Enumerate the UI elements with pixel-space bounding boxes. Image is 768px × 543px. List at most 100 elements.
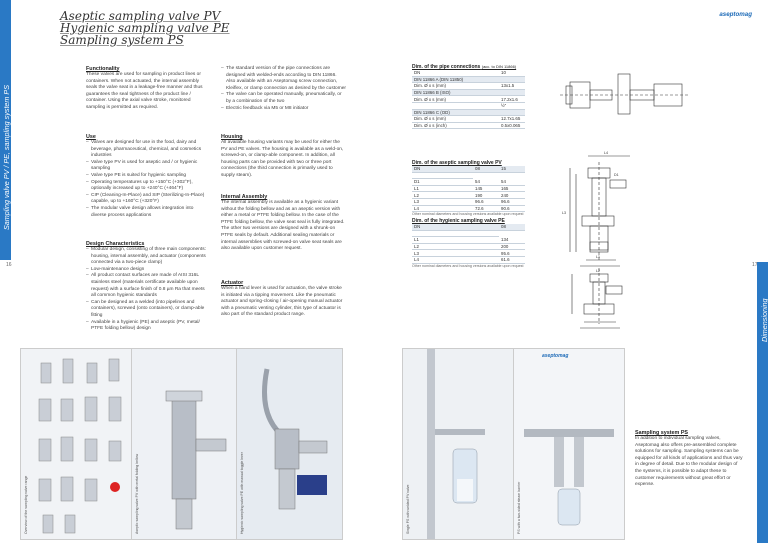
- list-item: CIP (Cleaning-In-Place) and SIP (Sterili…: [86, 193, 206, 206]
- actuator-section: Actuator When a hand lever is used for a…: [221, 280, 346, 319]
- table-cell: Dim. Ø x s (mm): [412, 82, 499, 90]
- list-item: The standard version of the pipe connect…: [221, 66, 346, 92]
- table-header-cell: DN: [412, 224, 499, 231]
- table-cell: [412, 102, 499, 110]
- list-item: Low-maintenance design: [86, 267, 210, 274]
- list-item: The valve can be operated manually, pneu…: [221, 92, 346, 105]
- table-spacer-row: [412, 230, 525, 238]
- list-item: All product contact surfaces are made of…: [86, 273, 210, 299]
- photo-pe-valve: Hygienic sampling valve PE with manual t…: [236, 348, 343, 540]
- table-cell: 165: [499, 185, 525, 193]
- table-cell: L4: [412, 205, 473, 213]
- dim-label-l2: L2: [596, 269, 600, 273]
- side-tab-left-label: Sampling valve PV / PE, sampling system …: [2, 84, 11, 230]
- table-row: Dim. Ø x s (mm)12.7x1.65: [412, 115, 525, 123]
- table-cell: 54: [499, 178, 525, 186]
- side-tab-left: Sampling valve PV / PE, sampling system …: [0, 0, 11, 260]
- design-heading: Design Characteristics: [86, 241, 145, 247]
- internal-text: The internal assembly is available as a …: [221, 200, 345, 252]
- design-list: Modular design, consisting of three main…: [86, 247, 210, 333]
- photo-logo: aseptomag: [542, 353, 569, 359]
- list-item: Valves are designed for use in the food,…: [86, 140, 206, 160]
- aseptomag-logo: aseptomag: [719, 11, 752, 18]
- housing-text: All available housing variants may be us…: [221, 140, 344, 178]
- sampling-system-image: [403, 349, 513, 539]
- table-cell: L1: [412, 185, 473, 193]
- table-cell: DIN 11866 C (OD): [412, 109, 499, 117]
- pipe-connections-table-block: Dim. of the pipe connections (acc. to DI…: [412, 64, 525, 130]
- photo-valve-range: Overview of the sampling valve range: [20, 348, 132, 540]
- housing-section: Housing All available housing variants m…: [221, 134, 346, 180]
- table-cell: Dim. Ø x s (mm): [412, 95, 499, 103]
- table-cell: D1: [412, 178, 473, 186]
- table-spacer-row: [412, 172, 525, 180]
- table-cell: 96.6: [499, 198, 525, 206]
- table-cell: DIN 11866 B (ISO): [412, 89, 499, 97]
- table-cell: 190: [473, 191, 499, 199]
- table-row: ½": [412, 102, 525, 110]
- table-header-cell: 08: [473, 166, 499, 173]
- table-cell: L1: [412, 236, 499, 244]
- table-cell: [412, 172, 473, 180]
- table-cell: 13x1.5: [499, 82, 525, 90]
- side-tab-right: Dimensioning: [757, 262, 768, 543]
- table-row: DIN 11866 B (ISO): [412, 89, 525, 97]
- table-cell: DIN 11866 A (DIN 11850): [412, 76, 499, 84]
- table-cell: L2: [412, 191, 473, 199]
- table-cell: 17.2x1.6: [499, 95, 525, 103]
- table-cell: L4: [412, 256, 499, 264]
- page-number-left: 16: [6, 262, 12, 268]
- title-pv: Aseptic sampling valve PV: [60, 9, 221, 23]
- housing-heading: Housing: [221, 134, 243, 140]
- use-list: Valves are designed for use in the food,…: [86, 140, 206, 219]
- connections-list: The standard version of the pipe connect…: [221, 66, 346, 112]
- title-ps: Sampling system PS: [60, 33, 184, 47]
- technical-drawing: L4 L1 L2 L3 D1: [560, 73, 690, 329]
- table-cell: 72.6: [473, 205, 499, 213]
- table-header-cell: DN: [412, 166, 473, 173]
- table-cell: 240: [499, 191, 525, 199]
- photo-pv-valve: Aseptic sampling valve PV with metal fol…: [131, 348, 237, 540]
- pe-table-heading: Dim. of the hygienic sampling valve PE: [412, 218, 505, 224]
- list-item: Valve type PV is used for aseptic and / …: [86, 160, 206, 173]
- table-cell: L3: [412, 249, 499, 257]
- functionality-heading: Functionality: [86, 66, 120, 72]
- table-cell: [499, 89, 525, 97]
- dim-label-l4: L4: [604, 151, 608, 155]
- functionality-text: These valves are used for sampling in pr…: [86, 72, 203, 110]
- functionality-section: Functionality These valves are used for …: [86, 66, 206, 112]
- photo-steam-barrier: aseptomag PS with a two-sided steam barr…: [513, 348, 625, 540]
- table-cell: 54: [473, 178, 499, 186]
- caption-steam-barrier: PS with a two-sided steam barrier: [517, 481, 521, 534]
- pe-valve-image: [237, 349, 342, 539]
- sampling-system-section: Sampling system PS In addition to indivi…: [635, 430, 743, 489]
- dim-label-l1: L1: [596, 255, 600, 259]
- table-cell: [499, 109, 525, 117]
- table-row: DIN 11866 C (OD): [412, 109, 525, 117]
- pipe-table-heading-note: (acc. to DIN 11866): [481, 64, 517, 69]
- table-row: Dim. Ø x s (mm)17.2x1.6: [412, 95, 525, 103]
- table-row: Dim. Ø x s (mm)13x1.5: [412, 82, 525, 90]
- actuator-heading: Actuator: [221, 280, 244, 286]
- dim-label-l3: L3: [562, 211, 566, 215]
- use-heading: Use: [86, 134, 96, 140]
- photo-sampling-system: Single PS with welded PV valve: [402, 348, 514, 540]
- table-cell: L3: [412, 198, 473, 206]
- caption-sampling-system: Single PS with welded PV valve: [406, 484, 410, 534]
- table-header-cell: 08: [499, 224, 525, 231]
- table-cell: 200: [499, 243, 525, 251]
- steam-barrier-image: [514, 349, 624, 539]
- table-cell: [412, 230, 499, 238]
- list-item: The modular valve design allows integrat…: [86, 206, 206, 219]
- list-item: Valve type PE is suited for hygienic sam…: [86, 173, 206, 180]
- pv-table-block: Dim. of the aseptic sampling valve PV DN…: [412, 160, 532, 216]
